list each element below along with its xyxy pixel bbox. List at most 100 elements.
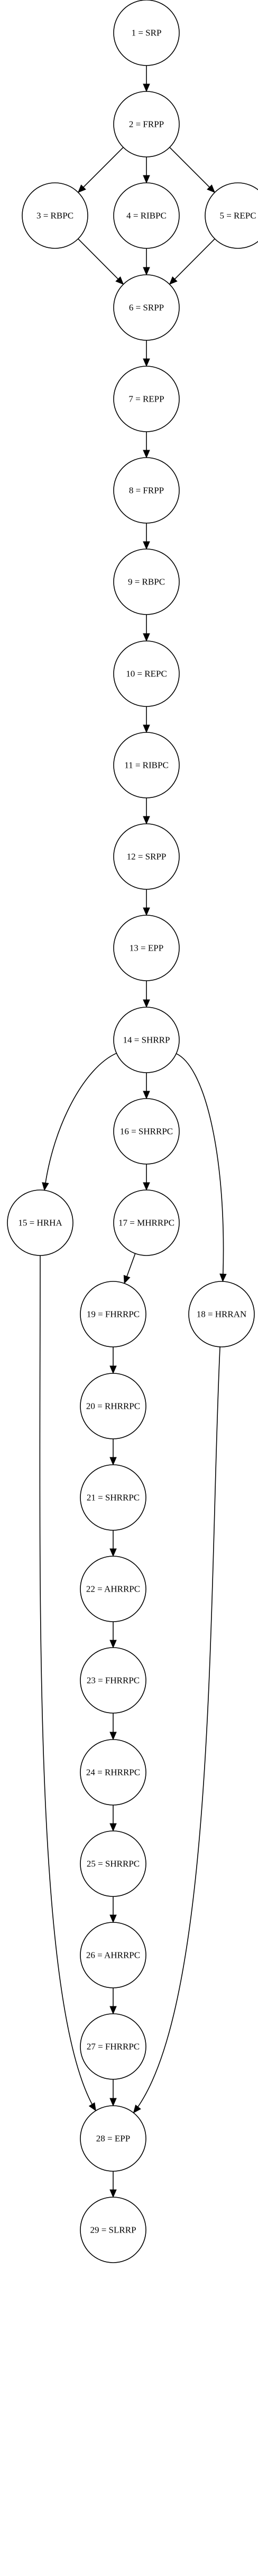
arrowhead-icon [109, 1823, 117, 1832]
node-circle [113, 640, 180, 707]
arrowhead-icon [143, 724, 150, 733]
arrowhead-icon [143, 83, 150, 92]
arrowhead-icon [115, 276, 124, 285]
node-29-slrrp: 29 = SLRRP [80, 2197, 146, 2263]
edge-21-to-22 [109, 1530, 117, 1557]
node-13-epp: 13 = EPP [113, 915, 180, 981]
node-19-fhrrpc: 19 = FHRRPC [80, 1281, 146, 1347]
node-28-epp: 28 = EPP [80, 2105, 146, 2172]
node-label: 1 = SRP [132, 28, 162, 38]
edge-line [133, 1346, 220, 2113]
edge-line [39, 1255, 96, 2111]
node-label: 22 = AHRRPC [86, 1584, 140, 1594]
node-18-hrran: 18 = HRRAN [188, 1281, 255, 1347]
edge-9-to-10 [143, 615, 150, 642]
edge-15-to-28 [39, 1255, 96, 2112]
edge-line [169, 147, 215, 193]
arrowhead-icon [109, 1457, 117, 1466]
edge-11-to-12 [143, 798, 150, 825]
node-24-rhrrpc: 24 = RHRRPC [80, 1739, 146, 1806]
node-label: 13 = EPP [130, 943, 163, 953]
arrowhead-icon [109, 1548, 117, 1557]
arrowhead-icon [42, 1182, 49, 1191]
node-label: 3 = RBPC [36, 211, 73, 221]
node-circle [113, 1189, 180, 1256]
node-circle [80, 1922, 146, 1988]
arrowhead-icon [77, 184, 86, 193]
node-22-ahrrpc: 22 = AHRRPC [80, 1556, 146, 1622]
node-4-ribpc: 4 = RIBPC [113, 182, 180, 249]
node-6-srpp: 6 = SRPP [113, 274, 180, 341]
edge-18-to-28 [133, 1346, 220, 2114]
node-27-fhrrpc: 27 = FHRRPC [80, 2013, 146, 2080]
edge-14-to-18 [176, 1053, 227, 1282]
edge-23-to-24 [109, 1713, 117, 1741]
node-label: 23 = FHRRPC [87, 1676, 140, 1686]
node-5-repc: 5 = REPC [205, 182, 258, 249]
edge-line [78, 147, 124, 193]
arrowhead-icon [109, 2098, 117, 2107]
arrowhead-icon [88, 2102, 96, 2112]
node-23-fhrrpc: 23 = FHRRPC [80, 1647, 146, 1714]
arrowhead-icon [143, 541, 150, 550]
node-circle [113, 548, 180, 615]
node-circle [80, 1739, 146, 1806]
node-circle [113, 1007, 180, 1073]
node-label: 19 = FHRRPC [87, 1309, 140, 1319]
node-label: 29 = SLRRP [90, 2225, 136, 2235]
node-circle [113, 91, 180, 157]
edge-2-to-5 [169, 147, 216, 193]
node-16-shrrpc: 16 = SHRRPC [113, 1098, 180, 1165]
node-label: 10 = REPC [126, 669, 167, 679]
node-21-shrrpc: 21 = SHRRPC [80, 1464, 146, 1531]
arrowhead-icon [109, 2189, 117, 2198]
arrowhead-icon [143, 175, 150, 184]
node-circle [205, 182, 258, 249]
node-label: 7 = REPP [128, 394, 164, 404]
edge-2-to-4 [143, 157, 150, 184]
arrowhead-icon [123, 1275, 131, 1284]
edge-line [169, 238, 215, 285]
node-label: 20 = RHRRPC [86, 1401, 140, 1411]
node-circle [80, 1556, 146, 1622]
arrowhead-icon [143, 267, 150, 276]
node-circle [113, 182, 180, 249]
arrowhead-icon [109, 1732, 117, 1741]
arrowhead-icon [109, 1365, 117, 1374]
edge-13-to-14 [143, 981, 150, 1008]
node-circle [80, 1464, 146, 1531]
edge-line [44, 1053, 117, 1191]
edge-4-to-6 [143, 248, 150, 276]
node-3-rbpc: 3 = RBPC [22, 182, 88, 249]
node-circle [113, 1098, 180, 1165]
edge-12-to-13 [143, 889, 150, 916]
node-circle [7, 1189, 73, 1256]
edge-19-to-20 [109, 1347, 117, 1374]
node-17-mhrrpc: 17 = MHRRPC [113, 1189, 180, 1256]
edge-2-to-3 [77, 147, 124, 193]
node-circle [80, 1647, 146, 1714]
node-circle [80, 2105, 146, 2172]
arrowhead-icon [219, 1273, 227, 1282]
node-circle [80, 2013, 146, 2080]
node-label: 8 = FRPP [129, 486, 164, 496]
node-label: 27 = FHRRPC [87, 2042, 140, 2052]
arrowhead-icon [143, 633, 150, 642]
arrowhead-icon [143, 999, 150, 1008]
arrowhead-icon [207, 184, 216, 193]
arrowhead-icon [109, 1640, 117, 1649]
arrowhead-icon [169, 276, 178, 285]
node-circle [22, 182, 88, 249]
edge-20-to-21 [109, 1439, 117, 1466]
node-circle [113, 732, 180, 798]
edge-7-to-8 [143, 432, 150, 459]
node-label: 16 = SHRRPC [120, 1127, 173, 1137]
node-circle [113, 366, 180, 432]
edge-8-to-9 [143, 523, 150, 550]
edge-10-to-11 [143, 706, 150, 733]
node-label: 4 = RIBPC [126, 211, 167, 221]
node-circle [113, 457, 180, 524]
arrowhead-icon [143, 1091, 150, 1100]
